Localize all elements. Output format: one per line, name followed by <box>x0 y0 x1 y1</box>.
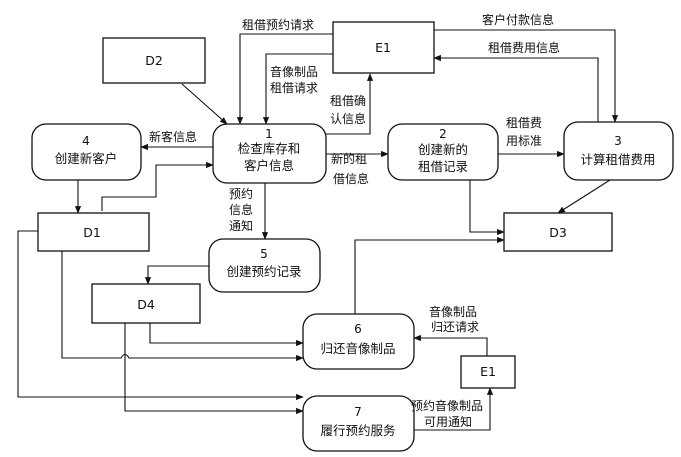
edge-rental-request <box>262 53 333 125</box>
data-store-d1: D1 <box>37 212 150 252</box>
data-store-d2: D2 <box>102 37 206 84</box>
d3-label: D3 <box>549 225 567 240</box>
label-reservation-request: 租借预约请求 <box>242 17 314 32</box>
label-new-customer: 新客信息 <box>149 129 197 144</box>
p5-label: 创建预约记录 <box>226 264 301 279</box>
p4-label: 创建新客户 <box>55 151 118 166</box>
p6-id: 6 <box>354 322 362 336</box>
p4-id: 4 <box>82 134 90 148</box>
label-new-rental-line2: 借信息 <box>333 171 369 186</box>
process-6-return-media: 6 归还音像制品 <box>302 313 415 370</box>
edge-p6-to-d3 <box>354 236 505 314</box>
edge-d4-to-p7 <box>124 323 304 415</box>
label-return-request-line2: 归还请求 <box>431 320 479 334</box>
label-reserve-notice-line1: 预约 <box>229 186 253 201</box>
p2-label-line2: 租借记录 <box>418 159 468 174</box>
d1-label: D1 <box>83 225 101 240</box>
external-entity-e1-bottom: E1 <box>460 355 516 389</box>
p6-label: 归还音像制品 <box>320 341 395 356</box>
edge-return-request <box>413 334 488 356</box>
e1-top-label: E1 <box>375 40 391 55</box>
p2-label-line1: 创建新的 <box>418 142 468 157</box>
label-rental-confirm-line2: 认信息 <box>330 111 366 126</box>
d4-label: D4 <box>137 297 155 312</box>
process-2-create-rental: 2 创建新的 租借记录 <box>387 123 499 181</box>
p1-id: 1 <box>265 127 273 141</box>
label-rental-request-line1: 音像制品 <box>270 64 318 79</box>
d2-label: D2 <box>145 53 163 68</box>
p7-label: 履行预约服务 <box>320 423 395 438</box>
p2-id: 2 <box>439 127 447 141</box>
label-fee-standard-line1: 租借费 <box>506 116 542 130</box>
edge-d1-to-p7 <box>17 230 304 401</box>
label-available-notice-line1: 预约音像制品 <box>411 398 483 413</box>
process-3-compute-fee: 3 计算租借费用 <box>563 121 674 181</box>
label-new-rental-line1: 新的租 <box>331 151 367 166</box>
p1-label-line2: 客户信息 <box>244 158 294 173</box>
label-reserve-notice-line3: 通知 <box>229 219 253 233</box>
label-rental-confirm-line1: 租借确 <box>330 94 366 108</box>
edge-p2-to-d3 <box>469 180 505 236</box>
label-fee-standard-line2: 用标准 <box>506 134 542 148</box>
data-store-d4: D4 <box>91 283 201 324</box>
edge-reservation-request <box>236 33 333 125</box>
process-1-check-inventory: 1 检查库存和 客户信息 <box>212 123 327 184</box>
p5-id: 5 <box>260 247 268 261</box>
label-available-notice-line2: 可用通知 <box>424 415 472 429</box>
process-5-create-reservation: 5 创建预约记录 <box>208 238 321 293</box>
label-customer-payment: 客户付款信息 <box>482 12 554 27</box>
label-rental-fee: 租借费用信息 <box>488 40 560 55</box>
edge-d1-to-p1 <box>101 161 214 211</box>
edge-p3-to-d3 <box>557 179 611 214</box>
e1-bottom-label: E1 <box>480 364 496 379</box>
p3-label: 计算租借费用 <box>580 152 655 167</box>
edge-available-notice <box>414 387 494 431</box>
label-reserve-notice-line2: 信息 <box>229 202 253 217</box>
external-entity-e1-top: E1 <box>332 21 435 74</box>
edge-d4-to-p6 <box>149 323 304 347</box>
label-return-request-line1: 音像制品 <box>429 304 477 319</box>
p7-id: 7 <box>354 405 362 419</box>
process-7-fulfill-reservation: 7 履行预约服务 <box>302 395 415 452</box>
p1-label-line1: 检查库存和 <box>238 141 301 156</box>
edge-d2-to-p1 <box>181 83 228 125</box>
edge-customer-payment <box>434 29 619 123</box>
edge-rental-confirm <box>326 73 374 135</box>
process-4-create-customer: 4 创建新客户 <box>31 123 142 181</box>
label-rental-request-line2: 租借请求 <box>270 81 318 95</box>
edge-p5-to-d4 <box>144 265 209 285</box>
data-store-d3: D3 <box>503 212 613 252</box>
edge-rental-fee <box>433 54 599 122</box>
p3-id: 3 <box>614 134 622 148</box>
